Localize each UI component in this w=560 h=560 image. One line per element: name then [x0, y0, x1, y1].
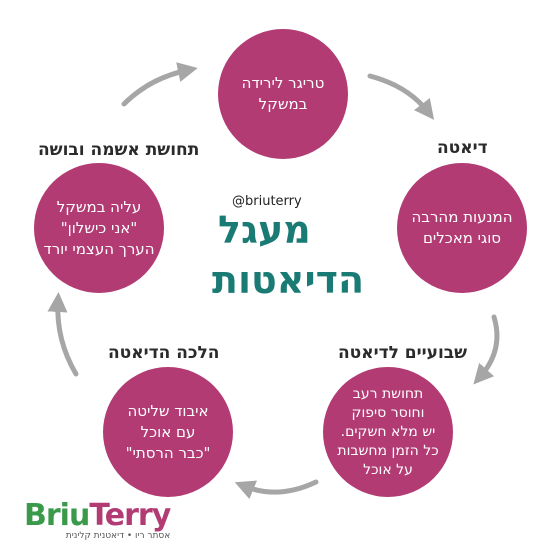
logo-subtitle: אסתר ריו • דיאטנית קלינית: [65, 531, 171, 541]
stage-text: תחושת רעב וחוסר סיפוק יש מלא חשקים. כל ה…: [337, 385, 439, 478]
stage-label-diet-gone: הלכה הדיאטה: [108, 343, 220, 363]
arrow-top-to-right: [367, 73, 435, 120]
stage-circle-diet: המנעות מהרבה סוגי מאכלים: [397, 163, 527, 293]
stage-text: עליה במשקל "אני כישלון" הערך העצמי יורד: [43, 197, 155, 258]
logo-part-2: Terry: [89, 498, 171, 533]
stage-text: טריגר לירידה במשקל: [241, 74, 325, 113]
stage-label-guilt: תחושת אשמה ובושה: [38, 140, 200, 160]
arrow-left-to-top: [121, 62, 198, 107]
brand-logo: BriuTerry אסתר ריו • דיאטנית קלינית: [24, 498, 171, 541]
social-handle: @briuterry: [232, 194, 302, 209]
logo-wordmark: BriuTerry: [24, 498, 171, 533]
arrow-bottom-left-to-left: [47, 292, 79, 377]
stage-text: המנעות מהרבה סוגי מאכלים: [411, 208, 513, 247]
title-line-1: מעגל: [218, 208, 311, 252]
stage-circle-trigger: טריגר לירידה במשקל: [218, 29, 348, 159]
stage-circle-guilt: עליה במשקל "אני כישלון" הערך העצמי יורד: [34, 163, 164, 293]
logo-part-1: Briu: [24, 498, 90, 533]
stage-label-diet: דיאטה: [437, 138, 488, 158]
arrow-right-to-bottom-right: [473, 314, 500, 385]
stage-circle-diet-gone: איבוד שליטה עם אוכל "כבר הרסתי": [103, 367, 233, 497]
arrow-bottom-right-to-bottom-left: [234, 479, 319, 500]
stage-label-two-weeks: שבועיים לדיאטה: [338, 343, 468, 363]
title-line-2: הדיאטות: [212, 258, 365, 302]
stage-text: איבוד שליטה עם אוכל "כבר הרסתי": [125, 401, 211, 462]
stage-circle-two-weeks: תחושת רעב וחוסר סיפוק יש מלא חשקים. כל ה…: [323, 367, 453, 497]
